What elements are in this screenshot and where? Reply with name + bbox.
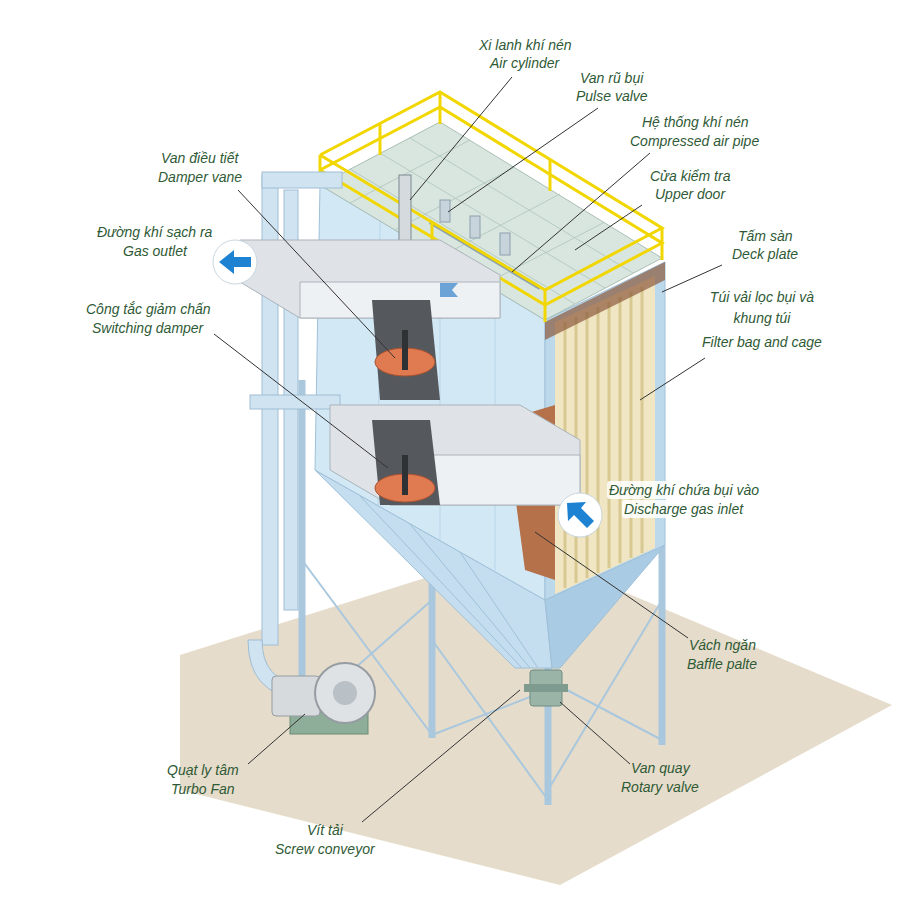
callout-label: Switching damper bbox=[90, 319, 205, 337]
callout-label: Pulse valve bbox=[574, 87, 650, 105]
callout-label: Đường khí chứa bụi vào bbox=[607, 481, 761, 499]
damper-shaft bbox=[402, 455, 408, 495]
turbo-fan bbox=[315, 663, 375, 723]
callout-label: Upper door bbox=[653, 185, 727, 203]
callout-label: Đường khí sạch ra bbox=[95, 223, 214, 241]
damper-housing bbox=[372, 300, 440, 400]
callout-label: Screw conveyor bbox=[273, 840, 377, 858]
callout-label: Hệ thống khí nén bbox=[640, 113, 751, 131]
callout-label: Xi lanh khí nén bbox=[477, 36, 574, 54]
callout-label: Filter bag and cage bbox=[700, 333, 824, 351]
inlet-duct bbox=[330, 405, 580, 505]
callout-label: Deck plate bbox=[730, 245, 800, 263]
callout-label: Van điều tiết bbox=[159, 149, 240, 167]
callout-label: Turbo Fan bbox=[169, 780, 237, 798]
callout-label: Tấm sàn bbox=[736, 227, 794, 245]
flow-arrow bbox=[440, 283, 458, 297]
callout-label: Túi vải lọc bụi và khung túi bbox=[690, 287, 834, 329]
callout-label: Vách ngăn bbox=[687, 636, 758, 654]
callout-label: Quạt ly tâm bbox=[165, 761, 241, 779]
fan-hub bbox=[333, 681, 357, 705]
callout-label: Gas outlet bbox=[121, 242, 189, 260]
callout-label: Công tắc giảm chấn bbox=[84, 300, 213, 318]
callout-label: Baffle palte bbox=[685, 655, 759, 673]
gas-inlet-marker bbox=[558, 493, 602, 537]
callout-label: Cửa kiểm tra bbox=[648, 167, 732, 185]
damper-shaft bbox=[402, 330, 408, 370]
callout-label: Van rũ bụi bbox=[578, 69, 645, 87]
callout-label: Discharge gas inlet bbox=[622, 500, 745, 518]
outlet-duct bbox=[240, 240, 500, 318]
rotary-valve-flange bbox=[524, 684, 568, 692]
callout-label: Vít tải bbox=[305, 821, 345, 839]
callout-label: Damper vane bbox=[156, 168, 244, 186]
callout-label: Van quay bbox=[629, 759, 692, 777]
leader-lines bbox=[214, 77, 722, 822]
fan-motor bbox=[272, 676, 320, 716]
flow-arrow bbox=[567, 502, 594, 528]
callout-label: Rotary valve bbox=[619, 778, 701, 796]
callout-label: Compressed air pipe bbox=[628, 132, 761, 150]
callout-label: Air cylinder bbox=[488, 54, 561, 72]
damper-housing bbox=[372, 420, 440, 505]
gas-outlet-marker bbox=[213, 240, 257, 284]
flow-arrow bbox=[219, 250, 251, 274]
